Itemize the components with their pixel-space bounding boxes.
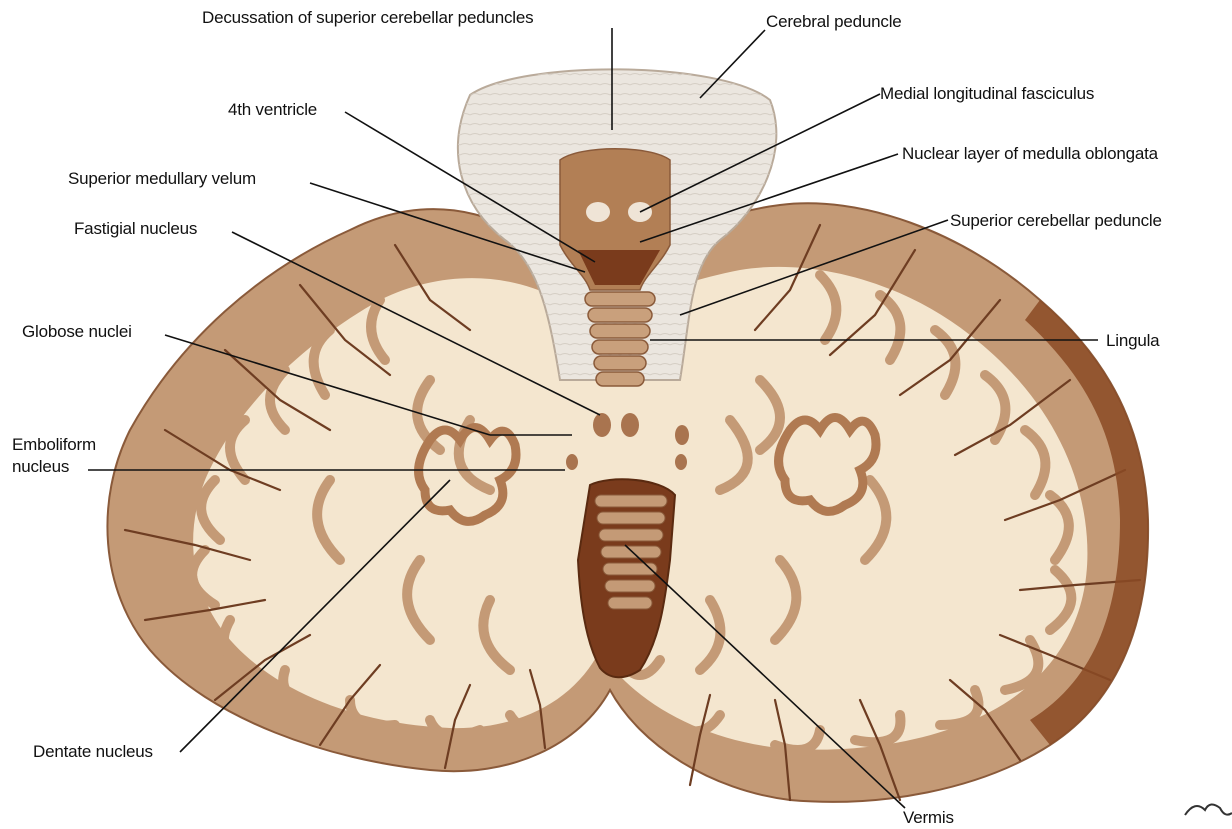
label-decussation: Decussation of superior cerebellar pedun… [202,8,533,27]
label-superior-medullary-velum: Superior medullary velum [68,169,256,188]
mlf-left [586,202,610,222]
label-emboliform-line2: nucleus [12,457,69,476]
label-globose-nuclei: Globose nuclei [22,322,132,341]
label-lingula: Lingula [1106,331,1159,350]
label-dentate-nucleus: Dentate nucleus [33,742,153,761]
label-cerebral-peduncle: Cerebral peduncle [766,12,902,31]
label-fastigial-nucleus: Fastigial nucleus [74,219,197,238]
label-superior-cerebellar-peduncle: Superior cerebellar peduncle [950,211,1162,230]
label-fourth-ventricle: 4th ventricle [228,100,317,119]
label-nuclear-layer: Nuclear layer of medulla oblongata [902,144,1158,163]
label-emboliform-line1: Emboliform [12,435,96,454]
signature-mark [1185,804,1232,815]
label-vermis: Vermis [903,808,954,827]
label-medial-longitudinal-fasciculus: Medial longitudinal fasciculus [880,84,1094,103]
